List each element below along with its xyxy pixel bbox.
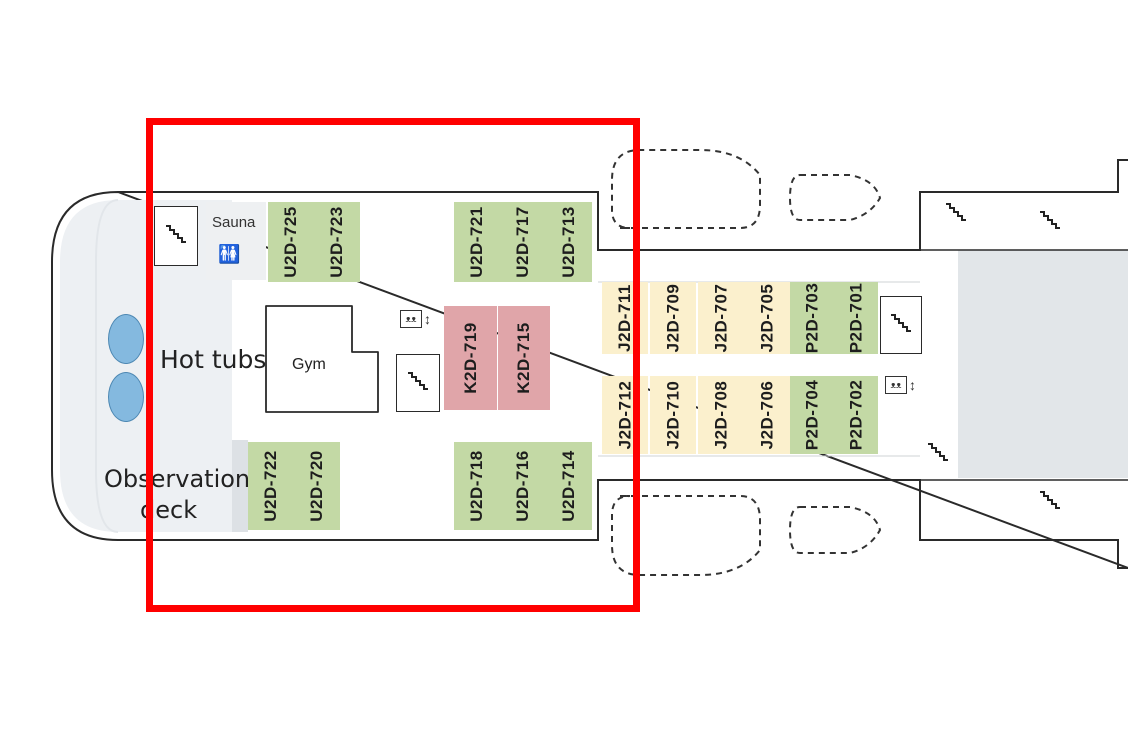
- lifeboat-icon: [788, 174, 882, 221]
- observation-deck-label: Observation: [104, 465, 251, 493]
- cabin-j2d-712[interactable]: J2D-712: [602, 376, 648, 454]
- restroom-icon: 🚻: [218, 244, 241, 264]
- cabin-j2d-707[interactable]: J2D-707: [698, 282, 744, 354]
- cabin-number: J2D-705: [757, 283, 776, 353]
- cabin-number: J2D-708: [711, 380, 730, 450]
- cabin-number: P2D-703: [802, 282, 822, 354]
- cabin-j2d-711[interactable]: J2D-711: [602, 282, 648, 354]
- cabin-number: P2D-702: [846, 379, 866, 451]
- cabin-j2d-710[interactable]: J2D-710: [650, 376, 696, 454]
- cabin-j2d-708[interactable]: J2D-708: [698, 376, 744, 454]
- cabin-j2d-709[interactable]: J2D-709: [650, 282, 696, 354]
- lifeboat-icon: [611, 495, 761, 576]
- gym-label: Gym: [292, 356, 326, 373]
- cabin-p2d-704[interactable]: P2D-704: [790, 376, 834, 454]
- stairs-icon: [928, 443, 948, 461]
- stairs-icon: [1040, 491, 1060, 509]
- highlight-box: [146, 118, 640, 612]
- cabin-u2d-722[interactable]: U2D-722: [248, 442, 294, 530]
- cabin-number: J2D-706: [757, 380, 776, 450]
- cabin-j2d-706[interactable]: J2D-706: [744, 376, 790, 454]
- stairs-icon: [396, 354, 440, 412]
- cabin-p2d-702[interactable]: P2D-702: [834, 376, 878, 454]
- elevator-icon: ᴥᴥ↕: [400, 310, 431, 328]
- cabin-j2d-705[interactable]: J2D-705: [744, 282, 790, 354]
- stairs-icon: [880, 296, 922, 354]
- sauna-area: [206, 202, 266, 280]
- hot-tub-icon: [108, 372, 144, 422]
- cabin-u2d-721[interactable]: U2D-721: [454, 202, 500, 282]
- cabin-u2d-718[interactable]: U2D-718: [454, 442, 500, 530]
- forward-area: [958, 250, 1128, 478]
- cabin-u2d-723[interactable]: U2D-723: [314, 202, 360, 282]
- cabin-k2d-715[interactable]: K2D-715: [498, 306, 550, 410]
- cabin-number: J2D-707: [711, 283, 730, 353]
- cabin-u2d-717[interactable]: U2D-717: [500, 202, 546, 282]
- cabin-number: J2D-709: [663, 283, 682, 353]
- cabin-u2d-714[interactable]: U2D-714: [546, 442, 592, 530]
- cabin-u2d-713[interactable]: U2D-713: [546, 202, 592, 282]
- cabin-u2d-716[interactable]: U2D-716: [500, 442, 546, 530]
- stairs-icon: [154, 206, 198, 266]
- cabin-k2d-719[interactable]: K2D-719: [444, 306, 497, 410]
- cabin-number: P2D-701: [846, 282, 866, 354]
- gym-room: [265, 305, 379, 413]
- lifeboat-icon: [788, 506, 882, 554]
- cabin-u2d-720[interactable]: U2D-720: [294, 442, 340, 530]
- cabin-number: J2D-710: [663, 380, 682, 450]
- sauna-label: Sauna: [212, 214, 256, 231]
- hot-tub-icon: [108, 314, 144, 364]
- lifeboat-icon: [611, 149, 761, 229]
- cabin-p2d-703[interactable]: P2D-703: [790, 282, 834, 354]
- stairs-icon: [1040, 211, 1060, 229]
- cabin-p2d-701[interactable]: P2D-701: [834, 282, 878, 354]
- stairs-icon: [946, 203, 966, 221]
- cabin-number: P2D-704: [802, 379, 822, 451]
- hot-tubs-label: Hot tubs: [160, 345, 267, 374]
- cabin-u2d-725[interactable]: U2D-725: [268, 202, 314, 282]
- elevator-icon: ᴥᴥ↕: [885, 376, 916, 394]
